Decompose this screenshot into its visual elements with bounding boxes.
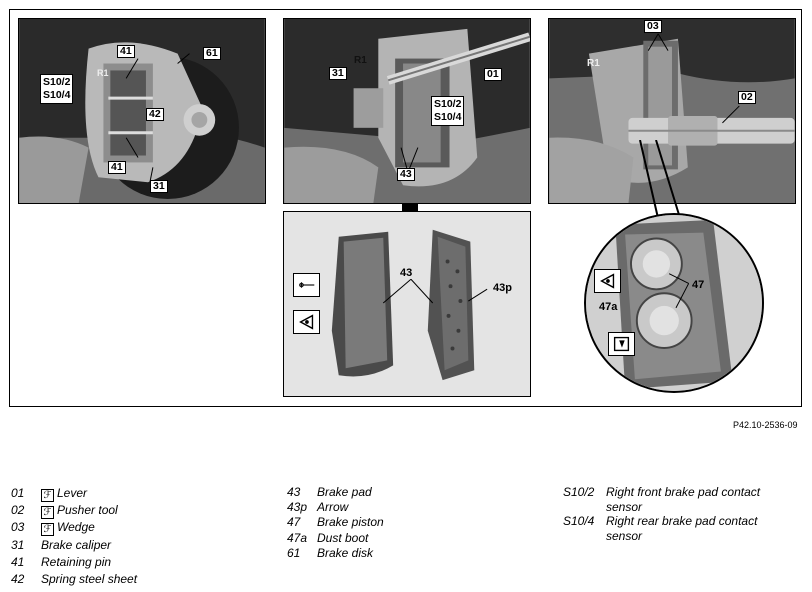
legend-label: Brake disk <box>317 545 374 560</box>
legend-label: Spring steel sheet <box>41 572 138 586</box>
panel-brake-pads <box>283 211 531 397</box>
legend-code: 31 <box>11 537 25 552</box>
magnifier-connector <box>639 140 681 219</box>
pad-wear-symbol-p5 <box>594 269 621 293</box>
callout-02: 02 <box>738 91 756 104</box>
legend-code: S10/2 <box>563 485 595 499</box>
panel-caliper-retaining-pins <box>18 18 266 204</box>
special-tool-icon: ℱ <box>41 506 54 520</box>
legend-row: 31 Brake caliper <box>11 538 111 553</box>
callout-s10-4-p2: S10/4 <box>434 111 462 123</box>
callout-r1-p2: R1 <box>354 55 367 66</box>
legend-row: 47a Dust boot <box>287 531 368 546</box>
legend-code: 43p <box>287 500 308 515</box>
sensor-wire-symbol <box>293 273 320 297</box>
legend-row: S10/4 Right rear brake pad contact <box>563 514 757 529</box>
legend-row: 41 Retaining pin <box>11 555 111 570</box>
caliper-illustration-1 <box>19 19 265 203</box>
legend-label: Right rear brake pad contact <box>606 514 758 528</box>
callout-r1-p3: R1 <box>587 58 600 69</box>
legend-row: 43 Brake pad <box>287 485 372 500</box>
legend-row: 43p Arrow <box>287 500 348 515</box>
callout-41-top: 41 <box>117 45 135 58</box>
callout-s10-group-p2: S10/2 S10/4 <box>431 96 465 126</box>
brake-pads-illustration <box>284 212 530 396</box>
legend-code: 43 <box>287 485 301 499</box>
pad-wear-symbol <box>293 310 320 334</box>
panel-pusher-tool <box>548 18 796 204</box>
legend-label: Right front brake pad contact <box>606 485 761 499</box>
legend-label: Lever <box>57 486 88 500</box>
legend-row: S10/2 Right front brake pad contact <box>563 485 760 500</box>
callout-01: 01 <box>484 68 502 81</box>
legend-code: 02 <box>11 503 25 518</box>
legend-row: 61 Brake disk <box>287 546 373 561</box>
legend-label: Wedge <box>57 520 95 535</box>
caliper-illustration-2 <box>284 19 530 203</box>
callout-43p: 43p <box>493 282 512 294</box>
legend-label: Arrow <box>317 500 349 515</box>
callout-42: 42 <box>146 108 164 121</box>
legend-code: 03 <box>11 520 25 535</box>
legend-label: Brake piston <box>317 515 384 530</box>
legend-row: 42 Spring steel sheet <box>11 572 137 587</box>
callout-31-p2: 31 <box>329 67 347 80</box>
legend-label: Pusher tool <box>57 503 118 518</box>
legend-code: 61 <box>287 545 301 560</box>
callout-s10-2-p2: S10/2 <box>434 98 462 110</box>
legend-code: 47 <box>287 515 301 530</box>
legend-label-continued: sensor <box>606 529 643 543</box>
legend-label: Dust boot <box>317 530 369 545</box>
callout-s10-2: S10/2 <box>43 76 71 88</box>
callout-03: 03 <box>644 20 662 33</box>
legend-code: 41 <box>11 554 25 569</box>
panel-piston-magnified <box>584 213 764 393</box>
callout-41-bottom: 41 <box>108 161 126 174</box>
callout-43-p4: 43 <box>400 267 413 279</box>
note-symbol <box>608 332 635 356</box>
legend-row: 47 Brake piston <box>287 515 384 530</box>
callout-47: 47 <box>692 279 705 291</box>
legend-label: Brake pad <box>317 485 372 499</box>
legend-label: Brake caliper <box>41 537 112 552</box>
legend-code: 01 <box>11 486 25 500</box>
special-tool-icon: ℱ <box>41 489 54 502</box>
callout-43-p2: 43 <box>397 168 415 181</box>
callout-47a: 47a <box>599 301 618 313</box>
legend-label: Retaining pin <box>41 554 112 569</box>
figure-reference: P42.10-2536-09 <box>733 420 798 430</box>
callout-s10-4: S10/4 <box>43 89 71 101</box>
legend-code: 47a <box>287 530 308 545</box>
legend-code: 42 <box>11 572 25 586</box>
callout-61: 61 <box>203 47 221 60</box>
callout-s10-group-p1: S10/2 S10/4 <box>40 74 74 104</box>
legend-code: S10/4 <box>563 514 595 528</box>
legend-label-continued: sensor <box>606 500 643 514</box>
callout-r1-p1: R1 <box>97 68 109 78</box>
caliper-illustration-3 <box>549 19 795 203</box>
callout-31-p1: 31 <box>150 180 168 193</box>
special-tool-icon: ℱ <box>41 523 54 537</box>
piston-illustration <box>586 215 762 391</box>
